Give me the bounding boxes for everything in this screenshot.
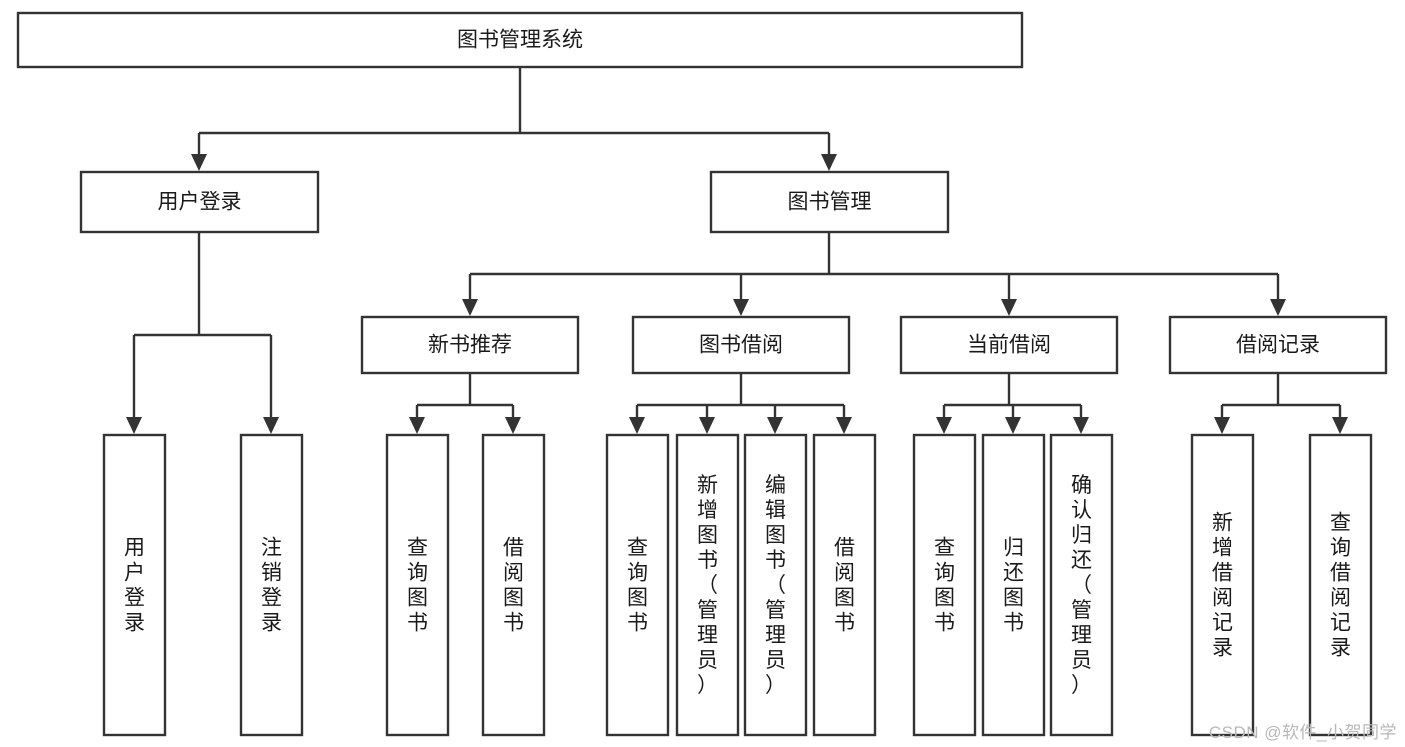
- node-box-borrow-record[interactable]: [1168, 315, 1388, 375]
- arrow-head-icon: [767, 417, 783, 434]
- node-leaf-edit-book-admin[interactable]: 编辑图书（管理员）: [743, 433, 808, 737]
- node-label-leaf-edit-book-admin: 编辑图书（管理员）: [765, 474, 786, 697]
- node-box-new-book-recommend[interactable]: [360, 315, 580, 375]
- node-label-leaf-confirm-return-admin: 确认归还（管理员）: [1071, 474, 1092, 697]
- node-box-leaf-confirm-return-admin[interactable]: [1049, 433, 1114, 737]
- node-borrow-record[interactable]: 借阅记录: [1168, 315, 1388, 375]
- node-leaf-query-borrow-record[interactable]: 查询借阅记录: [1308, 433, 1373, 737]
- arrow-head-icon: [1214, 417, 1230, 434]
- connector-bookmanage-to-level3: [462, 232, 1286, 316]
- node-label-leaf-query-book-new: 查询图书: [407, 537, 428, 635]
- node-box-leaf-logout[interactable]: [239, 433, 304, 737]
- node-leaf-logout[interactable]: 注销登录: [239, 433, 304, 737]
- connector-borrowrecord-to-leaves: [1214, 373, 1348, 434]
- arrow-head-icon: [126, 417, 142, 434]
- node-label-leaf-query-borrow-record: 查询借阅记录: [1330, 512, 1351, 660]
- arrow-head-icon: [462, 299, 478, 316]
- arrow-head-icon: [505, 417, 521, 434]
- node-label-user-login: 用户登录: [158, 191, 242, 214]
- node-layer: 图书管理系统用户登录图书管理新书推荐图书借阅当前借阅借阅记录用户登录注销登录查询…: [16, 11, 1388, 737]
- connector-bookborrow-to-leaves: [629, 373, 852, 434]
- node-box-book-manage[interactable]: [709, 170, 950, 234]
- node-label-book-manage: 图书管理: [788, 191, 872, 214]
- node-leaf-borrow-book-new[interactable]: 借阅图书: [481, 433, 546, 737]
- arrow-head-icon: [733, 299, 749, 316]
- node-box-leaf-add-borrow-record[interactable]: [1190, 433, 1255, 737]
- node-label-book-borrow: 图书借阅: [699, 334, 783, 357]
- node-book-borrow[interactable]: 图书借阅: [631, 315, 851, 375]
- node-box-book-borrow[interactable]: [631, 315, 851, 375]
- csdn-watermark: CSDN @软件_小贺同学: [1208, 723, 1397, 742]
- node-box-leaf-query-book-borrow[interactable]: [605, 433, 670, 737]
- arrow-head-icon: [1005, 417, 1021, 434]
- node-label-new-book-recommend: 新书推荐: [428, 334, 512, 357]
- node-current-borrow[interactable]: 当前借阅: [899, 315, 1119, 375]
- node-leaf-return-book[interactable]: 归还图书: [981, 433, 1046, 737]
- node-box-leaf-query-book-new[interactable]: [385, 433, 450, 737]
- node-label-leaf-borrow-book-new: 借阅图书: [503, 537, 524, 635]
- node-leaf-user-login[interactable]: 用户登录: [102, 433, 167, 737]
- node-label-current-borrow: 当前借阅: [967, 334, 1051, 357]
- arrow-head-icon: [409, 417, 425, 434]
- node-box-leaf-add-book-admin[interactable]: [675, 433, 740, 737]
- node-label-root: 图书管理系统: [457, 29, 583, 52]
- node-new-book-recommend[interactable]: 新书推荐: [360, 315, 580, 375]
- node-leaf-query-book-new[interactable]: 查询图书: [385, 433, 450, 737]
- arrow-head-icon: [191, 154, 207, 171]
- arrow-head-icon: [821, 154, 837, 171]
- arrow-head-icon: [1270, 299, 1286, 316]
- node-label-borrow-record: 借阅记录: [1236, 334, 1320, 357]
- node-leaf-add-book-admin[interactable]: 新增图书（管理员）: [675, 433, 740, 737]
- arrow-head-icon: [836, 417, 852, 434]
- node-leaf-confirm-return-admin[interactable]: 确认归还（管理员）: [1049, 433, 1114, 737]
- node-box-leaf-return-book[interactable]: [981, 433, 1046, 737]
- node-label-leaf-return-book: 归还图书: [1003, 537, 1024, 635]
- node-box-leaf-edit-book-admin[interactable]: [743, 433, 808, 737]
- connector-newbook-to-leaves: [409, 373, 521, 434]
- node-user-login[interactable]: 用户登录: [79, 170, 320, 234]
- node-leaf-query-book-current[interactable]: 查询图书: [912, 433, 977, 737]
- node-box-root[interactable]: [16, 11, 1024, 69]
- node-leaf-add-borrow-record[interactable]: 新增借阅记录: [1190, 433, 1255, 737]
- node-box-current-borrow[interactable]: [899, 315, 1119, 375]
- arrow-head-icon: [263, 417, 279, 434]
- connector-root-to-level2: [191, 67, 837, 171]
- connector-userlogin-to-leaves: [126, 232, 279, 434]
- node-box-leaf-query-borrow-record[interactable]: [1308, 433, 1373, 737]
- node-label-leaf-query-book-current: 查询图书: [934, 537, 955, 635]
- node-label-leaf-logout: 注销登录: [261, 537, 282, 635]
- node-box-leaf-user-login[interactable]: [102, 433, 167, 737]
- node-label-leaf-user-login: 用户登录: [124, 537, 145, 635]
- arrow-head-icon: [699, 417, 715, 434]
- node-box-leaf-borrow-book-new[interactable]: [481, 433, 546, 737]
- node-label-leaf-borrow-book: 借阅图书: [834, 537, 855, 635]
- node-book-manage[interactable]: 图书管理: [709, 170, 950, 234]
- node-root[interactable]: 图书管理系统: [16, 11, 1024, 69]
- node-box-leaf-query-book-current[interactable]: [912, 433, 977, 737]
- node-label-leaf-add-borrow-record: 新增借阅记录: [1212, 512, 1233, 660]
- node-leaf-query-book-borrow[interactable]: 查询图书: [605, 433, 670, 737]
- arrow-head-icon: [1332, 417, 1348, 434]
- arrow-head-icon: [629, 417, 645, 434]
- connector-layer: [126, 67, 1348, 434]
- arrow-head-icon: [936, 417, 952, 434]
- node-box-user-login[interactable]: [79, 170, 320, 234]
- node-label-leaf-add-book-admin: 新增图书（管理员）: [697, 474, 718, 697]
- arrow-head-icon: [1073, 417, 1089, 434]
- arrow-head-icon: [1001, 299, 1017, 316]
- connector-currentborrow-to-leaves: [936, 373, 1089, 434]
- node-label-leaf-query-book-borrow: 查询图书: [627, 537, 648, 635]
- node-box-leaf-borrow-book[interactable]: [812, 433, 877, 737]
- node-leaf-borrow-book[interactable]: 借阅图书: [812, 433, 877, 737]
